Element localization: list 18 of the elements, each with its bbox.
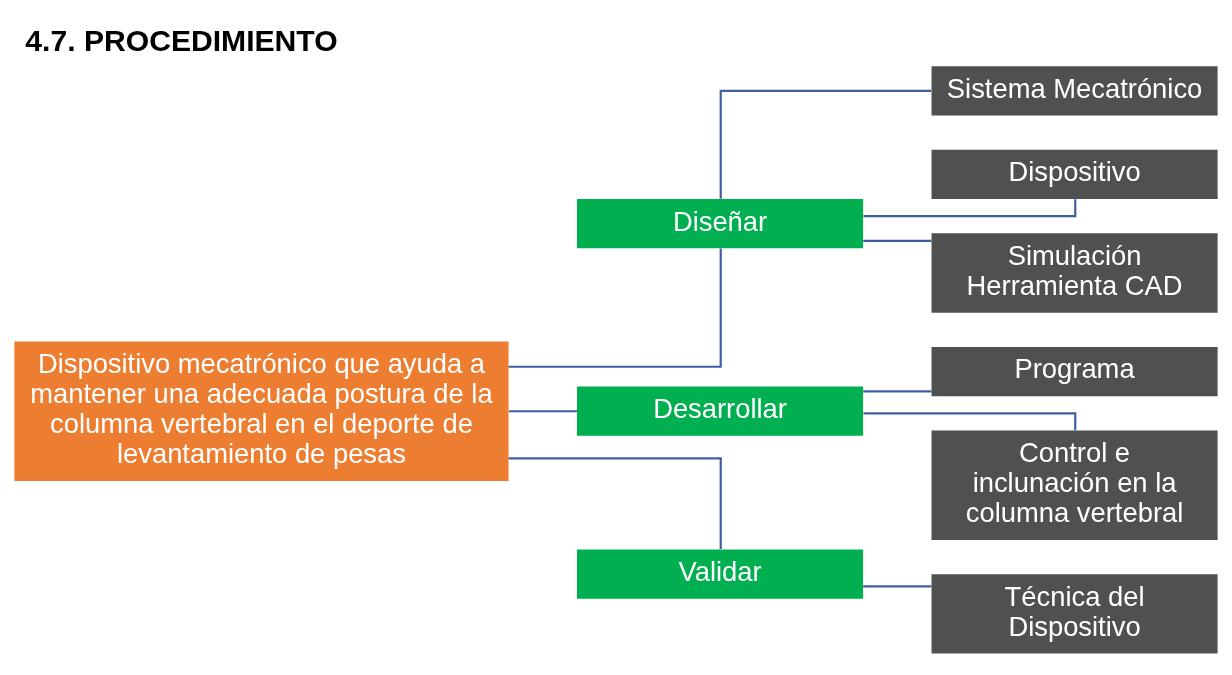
connector <box>863 584 932 588</box>
node-box: Simulación Herramienta CAD <box>931 232 1218 313</box>
connector <box>508 409 577 412</box>
node-box: Dispositivo mecatrónico que ayuda a mantener una adecuada postura de la columna vertebral en el deporte de levantamiento de pesas <box>14 340 509 481</box>
node-box: Diseñar <box>577 198 864 248</box>
node-box: Programa <box>931 346 1218 396</box>
node-box: Control e inclunación en la columna vertebral <box>931 429 1218 540</box>
connector <box>863 389 932 392</box>
node-box: Sistema Mecatrónico <box>931 65 1218 116</box>
connector <box>863 239 932 242</box>
node-box: Técnica del Dispositivo <box>931 573 1218 653</box>
diagram-title: 4.7. PROCEDIMIENTO <box>25 23 338 57</box>
connector <box>719 89 932 199</box>
node-box: Desarrollar <box>577 386 864 436</box>
node-box: Dispositivo <box>931 149 1218 199</box>
connector <box>508 456 722 549</box>
node-box: Validar <box>577 549 864 599</box>
connector <box>508 248 722 368</box>
